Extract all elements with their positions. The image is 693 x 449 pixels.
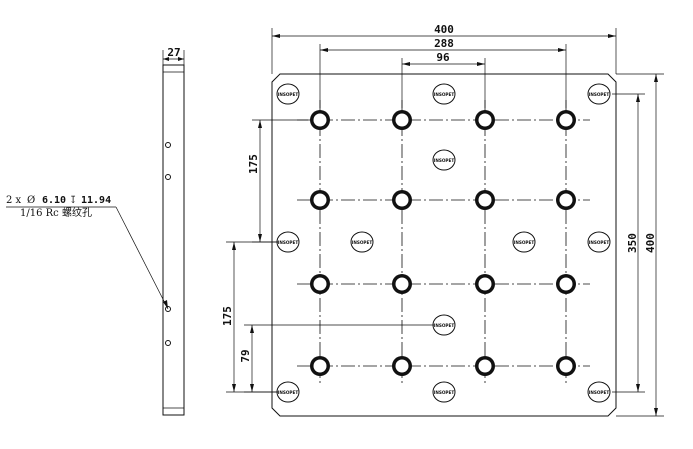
threaded-hole [475,110,495,130]
side-hole-4 [165,340,171,346]
svg-text:INSOPET: INSOPET [352,240,373,245]
diameter-value: 6.10 [42,195,66,206]
thickness-label: 27 [167,46,180,59]
note-leader [115,206,169,310]
logo-hole: INSOPET [432,381,456,403]
side-plate-outline [162,64,185,416]
threaded-hole [310,274,330,294]
svg-text:INSOPET: INSOPET [589,390,610,395]
svg-text:INSOPET: INSOPET [278,240,299,245]
thread-spec: 1/16 Rc 螺纹孔 [20,206,92,219]
svg-text:INSOPET: INSOPET [434,390,455,395]
threaded-hole [475,274,495,294]
svg-text:INSOPET: INSOPET [514,240,535,245]
threaded-hole [475,190,495,210]
threaded-hole [392,356,412,376]
depth-symbol: ↧ [69,195,77,206]
logo-hole: INSOPET [432,314,456,336]
hole-note: 2 x Ø 6.10 ↧ 11.94 1/16 Rc 螺纹孔 [6,195,169,310]
dim-mount-span-vertical: 350 [612,93,645,393]
threaded-hole [392,110,412,130]
overall-height-label: 400 [644,233,657,253]
threaded-hole [475,356,495,376]
left-lower-label: 175 [221,306,234,326]
threaded-hole [310,190,330,210]
svg-text:INSOPET: INSOPET [589,92,610,97]
plate-outline [271,73,617,417]
threaded-hole [556,190,576,210]
dim-overall-height: 400 [616,73,664,417]
logo-hole: INSOPET [587,231,611,253]
svg-text:INSOPET: INSOPET [434,92,455,97]
logo-hole: INSOPET [276,381,300,403]
svg-text:INSOPET: INSOPET [434,323,455,328]
top-view: INSOPET INSOPET INSOPET INSOPET INSOPET … [221,23,664,417]
logo-hole: INSOPET [350,231,374,253]
dim-overall-width: 400 [271,23,617,74]
threaded-hole [556,110,576,130]
arrow-right [178,57,184,61]
threaded-hole [392,190,412,210]
threaded-hole [556,274,576,294]
threaded-hole [310,356,330,376]
left-small-label: 79 [239,349,252,362]
dim-left-upper: 175 [247,119,308,243]
mount-span-vertical-label: 350 [626,233,639,253]
threaded-hole [556,356,576,376]
diameter-symbol: Ø [27,195,35,206]
logo-hole: INSOPET [432,83,456,105]
left-upper-label: 175 [247,154,260,174]
side-hole-3 [165,306,171,312]
svg-text:INSOPET: INSOPET [278,390,299,395]
note-count: 2 x [6,195,22,206]
logo-hole: INSOPET [587,83,611,105]
logo-hole: INSOPET [512,231,536,253]
logo-hole: INSOPET [432,149,456,171]
leader-arrow [163,300,168,309]
dim-left-small: 79 [239,324,434,393]
side-hole-2 [165,174,171,180]
dim-outer-hole-span: 288 [319,37,567,108]
threaded-hole [310,110,330,130]
inner-hole-span-label: 96 [436,51,450,64]
svg-text:INSOPET: INSOPET [434,158,455,163]
depth-value: 11.94 [81,195,111,206]
outer-hole-span-label: 288 [434,37,454,50]
dim-inner-hole-span: 96 [401,51,486,108]
hole-grid [310,110,576,376]
dim-left-lower: 175 [221,241,278,393]
logo-hole: INSOPET [587,381,611,403]
side-hole-1 [165,142,171,148]
logo-hole: INSOPET [276,83,300,105]
arrow-left [163,57,169,61]
svg-text:INSOPET: INSOPET [278,92,299,97]
logo-hole: INSOPET [276,231,300,253]
overall-width-label: 400 [434,23,454,36]
side-view: 27 [162,46,185,416]
svg-text:INSOPET: INSOPET [589,240,610,245]
threaded-hole [392,274,412,294]
